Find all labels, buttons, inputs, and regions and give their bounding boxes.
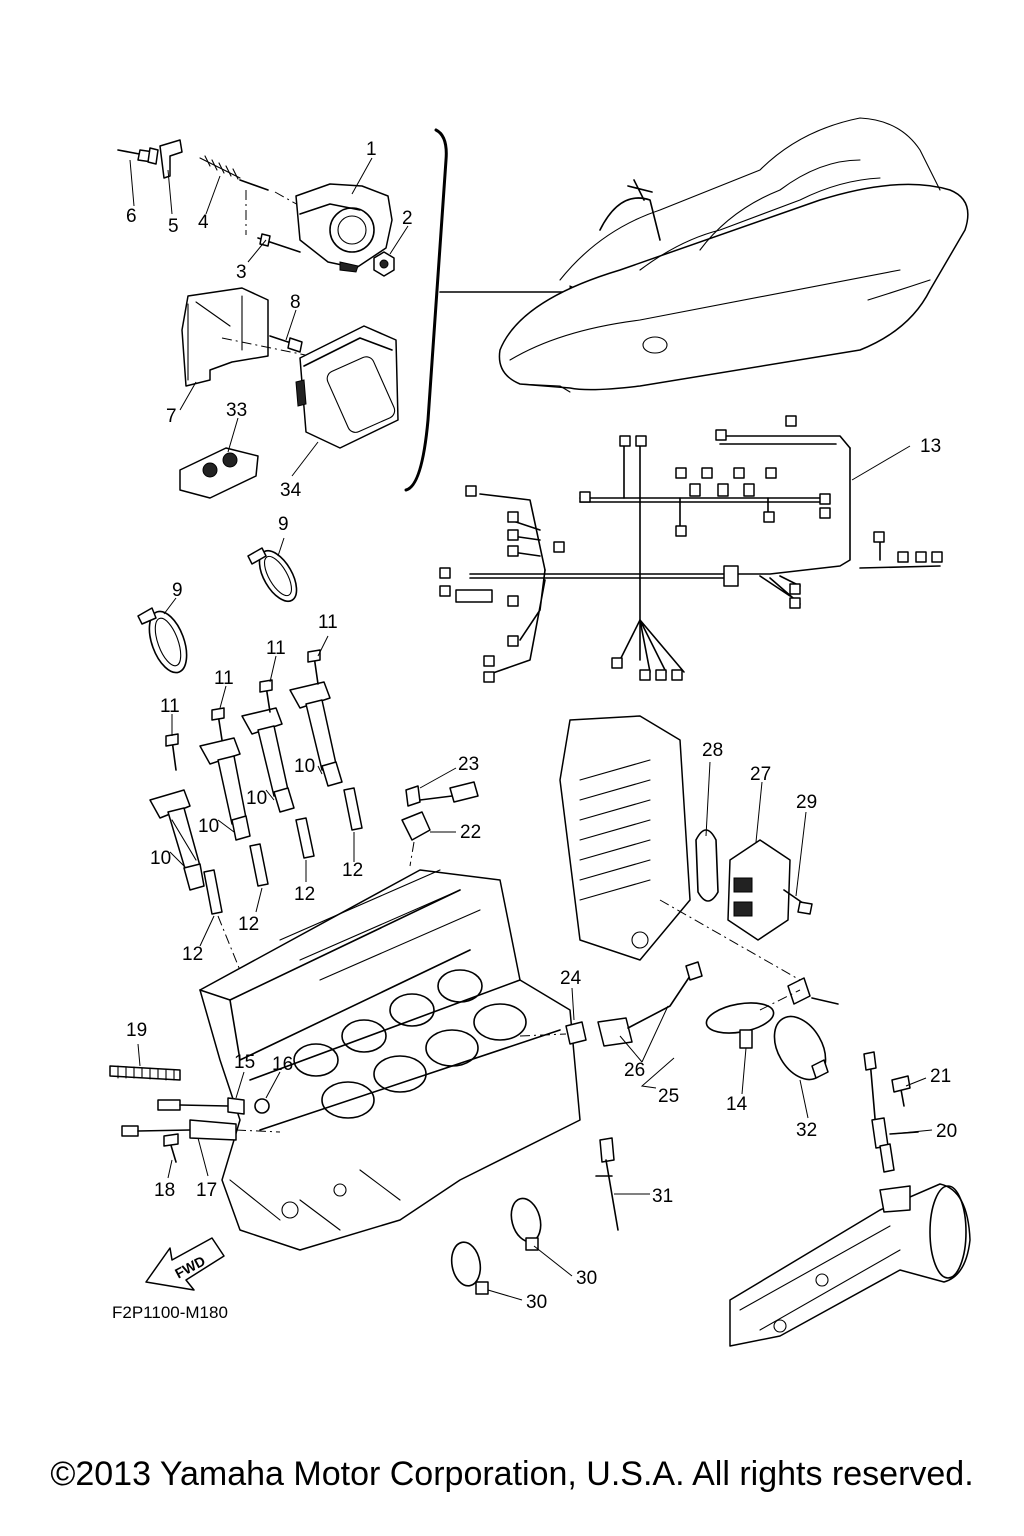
callout-12d: 12 [182,944,203,965]
nut-part-2 [373,251,395,277]
callout-5: 5 [168,216,179,237]
callout-6: 6 [126,206,137,227]
callout-7: 7 [166,406,177,427]
callout-25: 25 [658,1086,679,1107]
cable-tie-part-14 [705,1002,775,1049]
copyright-notice: ©2013 Yamaha Motor Corporation, U.S.A. A… [50,1455,974,1493]
cable-tie-part-32 [773,1015,829,1081]
callout-32: 32 [796,1120,817,1141]
callout-34: 34 [280,480,302,501]
cable-band-part-9b [137,607,188,674]
gasket-part-16 [254,1098,270,1114]
callout-30a: 30 [576,1268,597,1289]
wire-harness-part-13 [439,415,943,683]
screw-part-3 [257,233,301,253]
callout-10b: 10 [246,788,267,809]
cable-tie-part-31 [595,1137,619,1231]
spring-part-4 [199,155,269,191]
cable-tie-part-30b [450,1241,489,1295]
spark-plugs-part-12 [203,787,363,991]
cable-tie-part-30a [510,1197,542,1251]
callout-21: 21 [930,1066,951,1087]
throttle-body-part-1 [295,183,393,273]
key-part-33 [179,447,259,499]
callout-27: 27 [750,764,771,785]
callout-1: 1 [366,139,377,160]
callout-12a: 12 [342,860,363,881]
callout-29: 29 [796,792,817,813]
callout-19: 19 [126,1020,147,1041]
exhaust-cooler [559,715,691,961]
group-bracket [404,128,448,492]
callout-16: 16 [272,1054,293,1075]
callout-23: 23 [458,754,479,775]
engine-block [199,869,581,1251]
sensor-part-26 [597,961,703,1047]
sensor-part-22-23 [401,781,479,867]
callout-33: 33 [226,400,247,421]
bolt-part-18 [163,1133,179,1163]
cable-band-part-9a [247,547,298,603]
bolt-part-29 [783,889,813,915]
ignition-coil-1 [149,789,205,891]
callout-26: 26 [624,1060,645,1081]
sensor-part-24 [519,1021,587,1045]
leader-lines [129,157,933,1301]
sensor-part-17 [121,1119,281,1141]
throttle-body-assembly [117,139,395,277]
diagram-code: F2P1100-M180 [112,1303,228,1322]
callout-11a: 11 [318,612,338,633]
callout-20: 20 [936,1121,957,1142]
ignition-coil-4 [289,681,343,787]
callout-15: 15 [234,1052,255,1073]
callout-numbers: 1 2 3 4 5 6 7 8 9 9 10 10 10 10 11 11 11… [126,139,957,1313]
callout-14: 14 [726,1094,748,1115]
callout-3: 3 [236,262,247,283]
ecu-assembly [179,287,399,499]
watercraft-illustration [498,117,969,393]
callout-31: 31 [652,1186,673,1207]
o-ring-part-28 [695,829,719,902]
callout-30b: 30 [526,1292,547,1313]
ignition-coils [149,649,343,891]
sensor-part-15 [157,1097,245,1115]
callout-10d: 10 [150,848,171,869]
coil-bolts-part-11 [165,649,321,771]
callout-8: 8 [290,292,301,313]
hose-part-19 [109,1065,181,1081]
callout-11c: 11 [214,668,234,689]
callout-2: 2 [402,208,413,229]
forward-arrow: FWD [145,1237,225,1291]
callout-11d: 11 [160,696,180,717]
cylinder-bores [293,969,527,1119]
callout-17: 17 [196,1180,217,1201]
callout-9a: 9 [278,514,289,535]
callout-13: 13 [920,436,941,457]
exhaust-pipe [729,1183,971,1347]
sensor-part-20 [863,1051,919,1173]
bracket-part-5 [159,139,183,179]
callout-24: 24 [560,968,582,989]
ignition-coil-2 [199,737,251,841]
callout-12c: 12 [238,914,259,935]
ignition-coil-3 [241,707,295,813]
holder-bracket [759,977,839,1011]
screw-part-8 [269,335,303,353]
callout-9b: 9 [172,580,183,601]
electrical-box-part-27 [727,839,791,941]
callout-10c: 10 [198,816,219,837]
callout-22: 22 [460,822,481,843]
harness-connectors [439,415,943,683]
ecu-part-34 [295,325,399,449]
callout-18: 18 [154,1180,175,1201]
callout-11b: 11 [266,638,286,659]
bolt-part-6 [117,147,159,165]
bolt-part-21 [891,1075,911,1107]
callout-12b: 12 [294,884,315,905]
callout-10a: 10 [294,756,315,777]
callout-4: 4 [198,212,209,233]
bracket-part-7 [181,287,269,387]
callout-28: 28 [702,740,723,761]
